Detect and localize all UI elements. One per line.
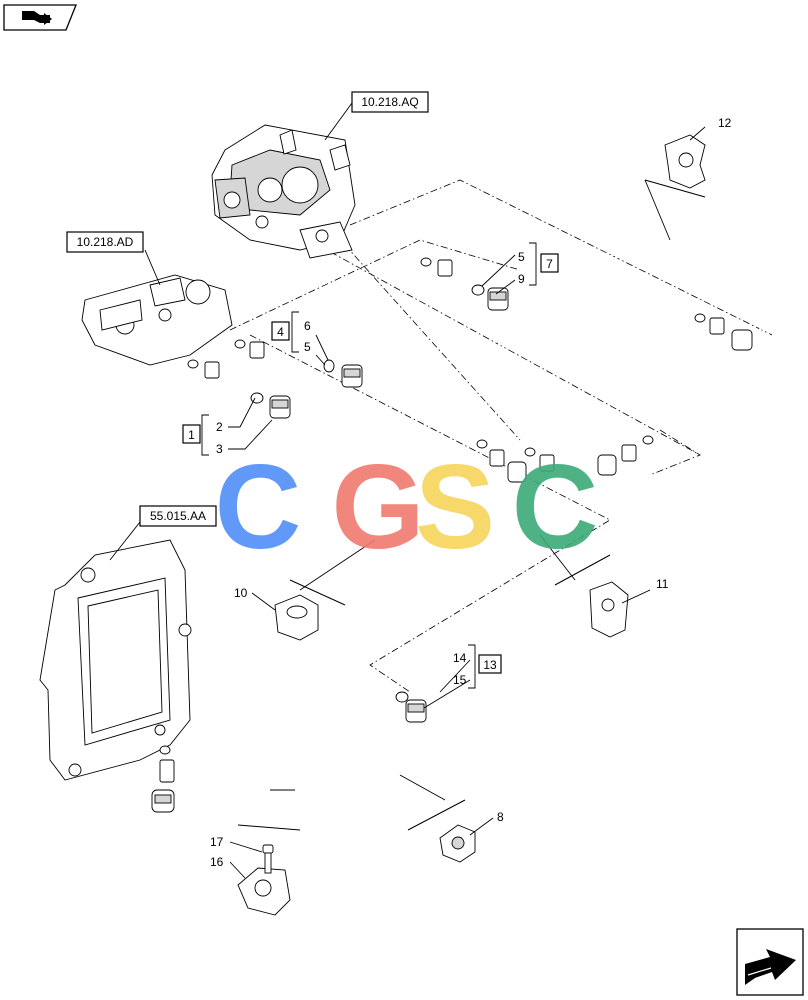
callout-17: 17 [210,835,224,849]
callout-8: 8 [497,810,504,824]
watermark-letter-c1: C [215,440,302,574]
pipes [164,242,767,801]
filter-head [81,274,233,366]
callout-9: 9 [518,272,525,286]
watermark-cgsc: C G S C [215,440,599,574]
pump-ref-text: 10.218.AQ [361,95,418,109]
kit-box-1[interactable]: 1 [182,414,209,456]
bracket-16 [237,867,291,916]
ecu-ref-text: 55.015.AA [150,509,206,523]
callout-14: 14 [453,651,467,665]
o-rings [250,284,485,703]
kit-7-text: 7 [546,257,553,271]
fittings [151,257,753,813]
kit-1-text: 1 [188,428,195,442]
union-fitting-top-right [731,329,753,351]
union-fitting-9 [487,287,509,311]
injection-pump [211,124,356,259]
next-page-arrow-icon[interactable] [736,928,804,996]
callout-numbers: 2 3 6 5 5 9 12 10 11 14 15 8 17 16 [210,116,732,869]
callout-10: 10 [234,586,248,600]
callout-2: 2 [216,420,223,434]
union-fitting-3 [269,395,291,419]
dash-dot-guides [229,179,773,693]
union-fitting-6 [341,364,363,388]
callout-16: 16 [210,855,224,869]
leaders [228,126,706,879]
callout-12: 12 [718,116,732,130]
callout-15: 15 [453,673,467,687]
union-fitting-15 [405,699,427,723]
kit-4-text: 4 [277,325,284,339]
filter-ref-label[interactable]: 10.218.AD [66,231,161,286]
callout-5-kit7: 5 [518,250,525,264]
callout-11: 11 [656,577,669,591]
kit-box-4[interactable]: 4 [271,311,299,353]
kit-13-text: 13 [483,658,497,672]
callout-3: 3 [216,442,223,456]
watermark-letter-c2: C [512,440,599,574]
clip-10 [274,594,319,641]
bolt-17 [262,844,274,874]
callout-6: 6 [304,319,311,333]
union-fitting-right [597,454,617,476]
clip-8 [439,824,476,863]
clip-12 [664,134,706,189]
kit-box-13[interactable]: 13 [468,644,502,689]
union-fitting-mid [507,461,527,483]
clip-11 [589,581,629,638]
cut-marks [237,179,706,831]
filter-ref-text: 10.218.AD [77,235,134,249]
kit-box-7[interactable]: 7 [529,242,559,286]
parts-catalog-book-icon[interactable] [3,4,77,31]
ecu-module [39,539,192,781]
watermark-letter-s: S [415,440,495,574]
watermark-letter-g: G [331,440,424,574]
union-fitting-ecu [151,789,175,813]
pump-ref-label[interactable]: 10.218.AQ [324,91,429,141]
ecu-ref-label[interactable]: 55.015.AA [109,505,217,561]
callout-5-kit4: 5 [304,340,311,354]
